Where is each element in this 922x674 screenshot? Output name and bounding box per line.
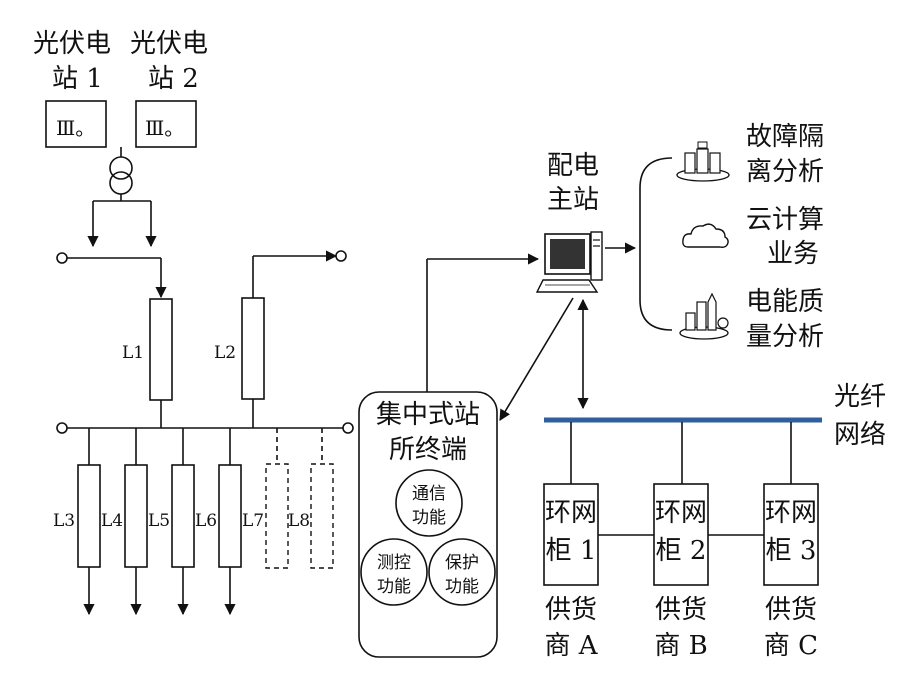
computer-icon xyxy=(535,231,603,293)
service-quality-line1: 电能质 xyxy=(746,287,824,317)
terminal-label-line1: 集中式站 xyxy=(376,400,480,430)
outgoing-line xyxy=(252,250,347,298)
city-icon xyxy=(679,292,729,340)
protection-line1: 保护 xyxy=(445,553,479,573)
feeder-l3: L3 xyxy=(53,428,101,616)
feeder-l1: L1 xyxy=(122,298,173,428)
ring-unit-1-line1: 环网 xyxy=(545,498,597,528)
pv-station-2-meter-text: Ⅲ。 xyxy=(145,116,184,140)
fiber-label-line2: 网络 xyxy=(834,420,886,450)
service-cloud-line1: 云计算 xyxy=(746,205,824,235)
feeder-l6-label: L6 xyxy=(195,511,217,531)
feeder-l8: L8 xyxy=(288,428,334,569)
incoming-line xyxy=(56,252,167,299)
vendor-b-line1: 供货 xyxy=(655,595,707,625)
ring-unit-3-line1: 环网 xyxy=(765,498,817,528)
feeder-l6: L6 xyxy=(195,428,242,616)
cloud-icon xyxy=(682,223,729,248)
feeder-l2: L2 xyxy=(214,297,265,428)
service-fault-line2: 离分析 xyxy=(746,157,824,187)
ring-main-unit-2: 环网 柜 2 供货 商 B xyxy=(653,483,709,661)
service-fault-isolation: 故障隔 离分析 xyxy=(676,122,824,187)
master-station-label-line2: 主站 xyxy=(547,185,599,215)
pv-station-2-label-line2: 站 2 xyxy=(148,64,199,94)
service-cloud-line2: 业务 xyxy=(767,239,819,269)
comm-function: 通信 功能 xyxy=(395,469,463,537)
vendor-a-line1: 供货 xyxy=(545,595,597,625)
server-icon xyxy=(676,141,730,182)
service-power-quality: 电能质 量分析 xyxy=(679,287,824,352)
feeder-l5: L5 xyxy=(148,428,195,616)
ring-unit-2-line1: 环网 xyxy=(655,498,707,528)
pv-station-2-label-line1: 光伏电 xyxy=(130,29,208,59)
ring-unit-1-line2: 柜 1 xyxy=(546,536,597,566)
ring-unit-2-line2: 柜 2 xyxy=(656,536,707,566)
feeder-l1-label: L1 xyxy=(122,343,144,363)
master-to-terminal-link xyxy=(499,297,574,421)
vendor-c-line1: 供货 xyxy=(765,595,817,625)
terminal-to-master-link xyxy=(426,253,540,392)
measure-control-line1: 测控 xyxy=(377,553,411,573)
vendor-c-line2: 商 C xyxy=(764,631,818,661)
pv-station-2: 光伏电 站 2 Ⅲ。 xyxy=(130,29,208,148)
centralized-terminal: 集中式站 所终端 通信 功能 测控 功能 保护 功能 xyxy=(358,391,498,658)
service-fault-line1: 故障隔 xyxy=(746,122,824,152)
terminal-label-line2: 所终端 xyxy=(389,435,467,465)
services-brace xyxy=(639,157,673,331)
feeder-l7: L7 xyxy=(242,428,289,569)
comm-function-line2: 功能 xyxy=(412,508,446,528)
ring-unit-3-line2: 柜 3 xyxy=(766,536,817,566)
vendor-a-line2: 商 A xyxy=(544,631,598,661)
pv-output-branches xyxy=(87,200,157,248)
pv-station-1-meter-box xyxy=(45,100,107,148)
service-quality-line2: 量分析 xyxy=(746,322,824,352)
master-station-label-line1: 配电 xyxy=(547,151,599,181)
comm-function-line1: 通信 xyxy=(412,484,446,504)
ring-main-unit-3: 环网 柜 3 供货 商 C xyxy=(763,483,819,661)
feeder-l8-label: L8 xyxy=(288,511,310,531)
pv-station-1-label-line2: 站 1 xyxy=(52,64,103,94)
feeder-l3-label: L3 xyxy=(53,511,75,531)
protection-line2: 功能 xyxy=(445,577,479,597)
ring-main-unit-links xyxy=(570,422,792,536)
feeder-l7-label: L7 xyxy=(242,511,264,531)
feeder-l4: L4 xyxy=(101,428,148,616)
pv-station-1-label-line1: 光伏电 xyxy=(33,29,111,59)
transformer-icon xyxy=(109,147,133,201)
pv-station-1: 光伏电 站 1 Ⅲ。 xyxy=(33,29,111,148)
measure-control-function: 测控 功能 xyxy=(360,538,428,606)
feeder-l2-label: L2 xyxy=(214,343,236,363)
fiber-label-line1: 光纤 xyxy=(834,382,886,412)
vendor-b-line2: 商 B xyxy=(654,631,707,661)
pv-station-1-meter-text: Ⅲ。 xyxy=(56,116,95,140)
protection-function: 保护 功能 xyxy=(428,538,496,606)
feeder-l4-label: L4 xyxy=(101,511,123,531)
main-bus xyxy=(56,422,354,434)
ring-main-unit-1: 环网 柜 1 供货 商 A xyxy=(543,483,599,661)
pv-station-2-meter-box xyxy=(135,100,197,148)
service-cloud-computing: 云计算 业务 xyxy=(682,205,824,269)
feeder-l5-label: L5 xyxy=(148,511,170,531)
measure-control-line2: 功能 xyxy=(377,577,411,597)
